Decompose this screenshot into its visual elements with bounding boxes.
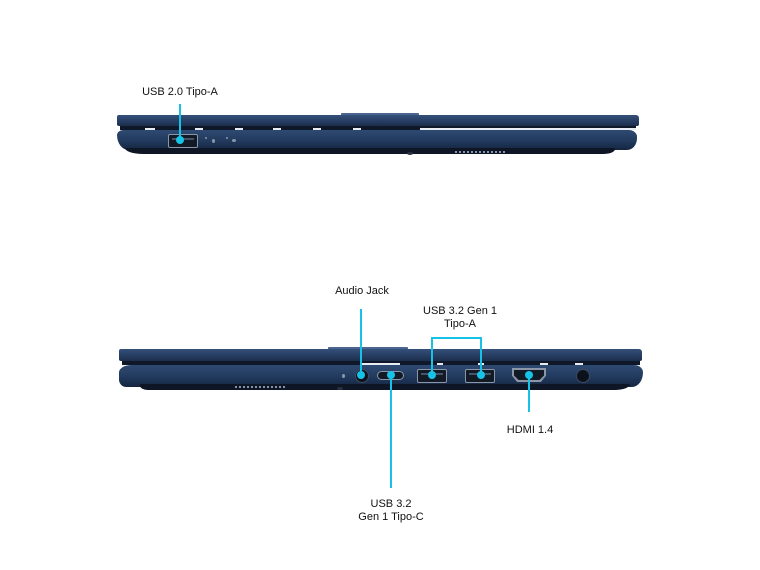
callout-line: [390, 375, 392, 488]
laptop-left-side: USB 2.0 Tipo-A: [0, 0, 760, 200]
callout-dot: [176, 136, 184, 144]
callout-dot: [428, 371, 436, 379]
laptop-base: [117, 130, 637, 150]
battery-led-icon: [232, 139, 236, 142]
callout-dot: [477, 371, 485, 379]
dc-power-port: [576, 369, 590, 383]
led-indicator: [226, 137, 228, 139]
usb-3-2-type-a-label: USB 3.2 Gen 1 Tipo-A: [423, 305, 497, 330]
screw-hole: [337, 387, 343, 390]
audio-jack-label: Audio Jack: [335, 285, 389, 297]
screw-hole: [407, 152, 413, 155]
usb-2-0-type-a-label: USB 2.0 Tipo-A: [142, 86, 218, 98]
callout-line: [528, 375, 530, 412]
laptop-lid: [119, 349, 642, 361]
speaker-vent: [235, 386, 285, 388]
power-led-icon: [212, 139, 215, 143]
callout-dot: [387, 371, 395, 379]
callout-line: [480, 337, 482, 375]
hinge-gap: [120, 126, 636, 130]
hdmi-1-4-label: HDMI 1.4: [506, 424, 554, 436]
usb-3-2-type-c-label: USB 3.2 Gen 1 Tipo-C: [358, 498, 424, 523]
callout-dot: [357, 371, 365, 379]
callout-bracket-top: [431, 337, 482, 339]
lid-tab: [341, 113, 419, 116]
callout-line: [179, 104, 181, 141]
headset-icon: [342, 374, 345, 378]
callout-line: [431, 337, 433, 375]
callout-dot: [525, 371, 533, 379]
speaker-vent: [455, 151, 505, 153]
callout-line: [360, 309, 362, 375]
lid-tab: [328, 347, 408, 350]
laptop-lid: [117, 115, 639, 126]
led-indicator: [205, 137, 207, 139]
